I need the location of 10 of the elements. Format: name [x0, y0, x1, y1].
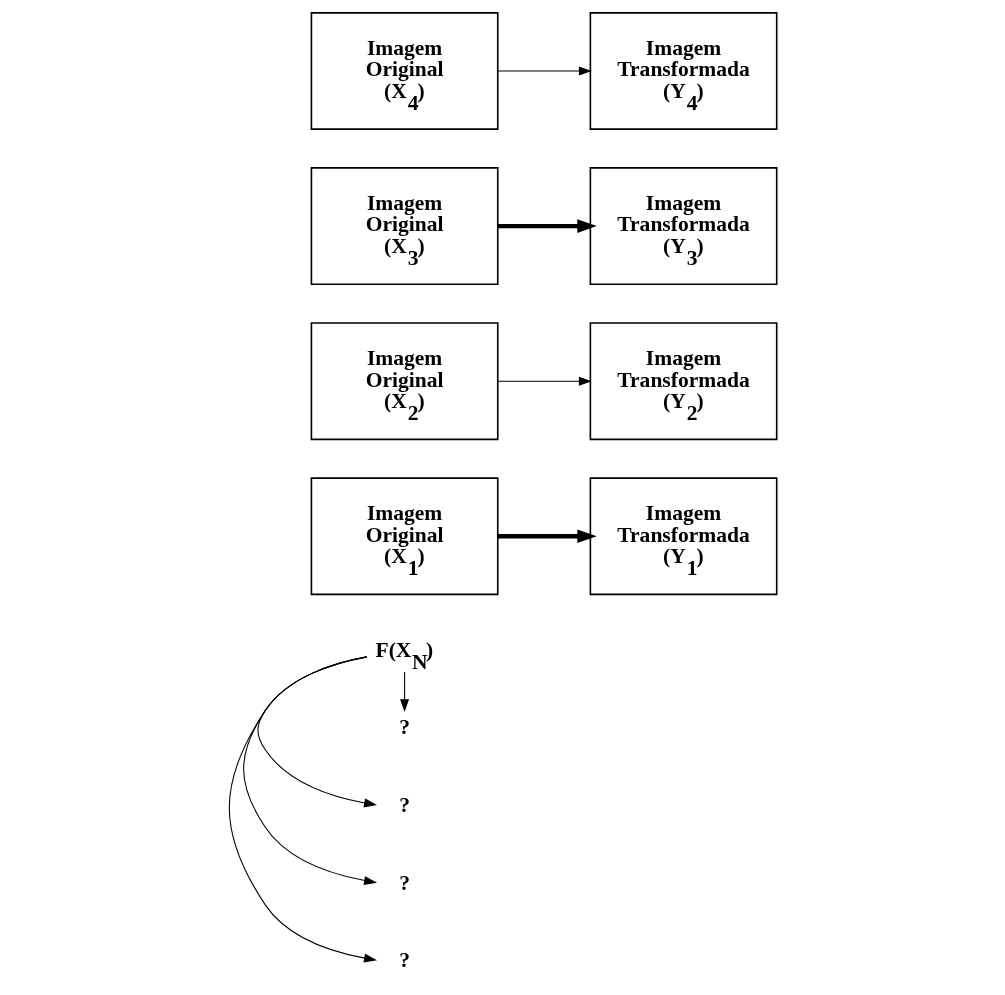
arrow	[497, 529, 597, 544]
node-text: ?	[398, 948, 410, 973]
arrow	[497, 219, 597, 233]
arrow	[496, 376, 592, 386]
node-text: ?	[398, 792, 410, 817]
node-text: ?	[398, 870, 410, 895]
arrow	[399, 671, 409, 713]
arrow	[228, 656, 377, 963]
node-text: ?	[398, 715, 410, 740]
arrow	[496, 66, 592, 76]
